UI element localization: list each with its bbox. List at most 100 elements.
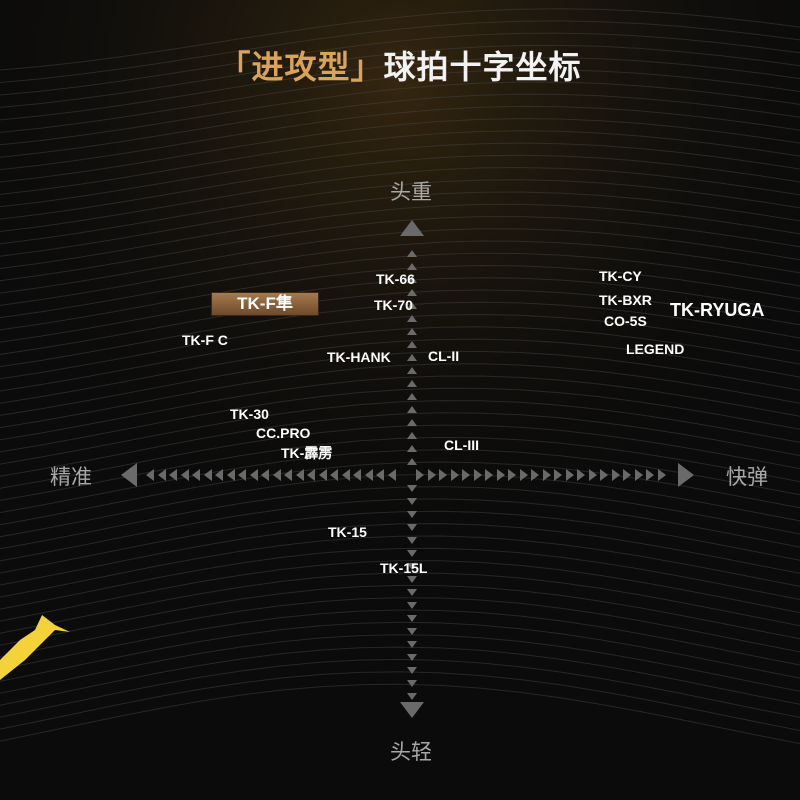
racket-label: LEGEND <box>626 341 685 357</box>
racket-label: TK-CY <box>599 268 642 284</box>
arrow-up-icon <box>407 276 417 283</box>
arrow-right-icon <box>678 463 694 487</box>
arrow-left-icon <box>364 469 373 481</box>
arrow-left-icon <box>146 469 154 481</box>
arrow-left-icon <box>169 469 177 481</box>
arrow-up-icon <box>407 263 417 270</box>
arrow-left-icon <box>180 469 189 481</box>
arrow-right-icon <box>427 469 436 481</box>
arrow-right-icon <box>611 469 620 481</box>
arrow-up-icon <box>407 302 417 309</box>
arrow-down-icon <box>407 628 417 635</box>
arrow-right-icon <box>577 469 585 481</box>
arrow-up-icon <box>407 445 417 452</box>
arrow-up-icon <box>407 393 417 400</box>
arrow-down-icon <box>407 602 417 609</box>
racket-label-highlighted: TK-F隼 <box>211 292 319 316</box>
arrow-right-icon <box>623 469 631 481</box>
axis-label-top: 头重 <box>390 180 432 204</box>
racket-label: CL-III <box>444 437 479 453</box>
page-title: 「进攻型」球拍十字坐标 <box>218 48 582 86</box>
arrow-up-icon <box>407 341 417 348</box>
arrow-left-icon <box>387 469 396 481</box>
racket-label: CC.PRO <box>256 425 311 441</box>
arrow-down-icon <box>407 667 417 674</box>
arrow-right-icon <box>439 469 447 481</box>
axis-label-right: 快弹 <box>726 465 768 489</box>
arrow-right-icon <box>496 469 505 481</box>
arrow-left-icon <box>121 463 137 487</box>
arrow-left-icon <box>215 469 223 481</box>
arrow-left-icon <box>284 469 292 481</box>
racket-label: TK-15 <box>328 524 367 540</box>
arrow-down-icon <box>407 563 417 570</box>
axis-label-left: 精准 <box>50 465 92 489</box>
arrow-left-icon <box>192 469 200 481</box>
arrow-left-icon <box>226 469 235 481</box>
arrow-left-icon <box>307 469 315 481</box>
arrow-right-icon <box>588 469 597 481</box>
arrow-down-icon <box>407 589 417 596</box>
racket-label: TK-HANK <box>327 349 391 365</box>
arrow-right-icon <box>657 469 666 481</box>
axis-label-bottom: 头轻 <box>390 740 432 764</box>
arrow-right-icon <box>519 469 528 481</box>
arrow-down-icon <box>407 576 417 583</box>
arrow-left-icon <box>203 469 212 481</box>
racket-label: TK-霹雳 <box>281 445 333 461</box>
arrow-up-icon <box>407 315 417 322</box>
racket-label: CO-5S <box>604 313 647 329</box>
arrow-right-icon <box>508 469 516 481</box>
arrow-right-icon <box>485 469 493 481</box>
racket-label: TK-BXR <box>599 292 652 308</box>
arrow-down-icon <box>407 641 417 648</box>
arrow-right-icon <box>600 469 608 481</box>
arrow-up-icon <box>407 406 417 413</box>
arrow-up-icon <box>407 419 417 426</box>
arrow-left-icon <box>330 469 338 481</box>
racket-label: TK-66 <box>376 271 415 287</box>
racket-label: TK-F C <box>182 332 228 348</box>
arrow-down-icon <box>407 680 417 687</box>
arrow-left-icon <box>376 469 384 481</box>
racket-label: TK-30 <box>230 406 269 422</box>
arrow-left-icon <box>353 469 361 481</box>
arrow-down-icon <box>407 654 417 661</box>
arrow-left-icon <box>261 469 269 481</box>
arrow-left-icon <box>318 469 327 481</box>
arrow-right-icon <box>416 469 424 481</box>
arrow-down-icon <box>400 702 424 718</box>
arrow-left-icon <box>157 469 166 481</box>
arrow-right-icon <box>634 469 643 481</box>
arrow-right-icon <box>450 469 459 481</box>
arrow-right-icon <box>462 469 470 481</box>
arrow-down-icon <box>407 693 417 700</box>
arrow-left-icon <box>238 469 246 481</box>
arrow-up-icon <box>407 380 417 387</box>
racket-label: TK-15L <box>380 560 428 576</box>
arrow-up-icon <box>407 354 417 361</box>
racket-label: TK-70 <box>374 297 413 313</box>
arrow-left-icon <box>295 469 304 481</box>
arrow-right-icon <box>565 469 574 481</box>
arrow-down-icon <box>407 498 417 505</box>
arrow-right-icon <box>646 469 654 481</box>
arrow-left-icon <box>341 469 350 481</box>
arrow-down-icon <box>407 485 417 492</box>
arrow-left-icon <box>249 469 258 481</box>
racket-label: CL-II <box>428 348 460 364</box>
arrow-right-icon <box>531 469 539 481</box>
arrow-down-icon <box>407 550 417 557</box>
arrow-left-icon <box>272 469 281 481</box>
arrow-down-icon <box>407 537 417 544</box>
arrow-up-icon <box>407 289 417 296</box>
arrow-up-icon <box>407 458 417 465</box>
arrow-up-icon <box>407 367 417 374</box>
arrow-up-icon <box>400 220 424 236</box>
racket-label: TK-RYUGA <box>670 300 765 320</box>
arrow-up-icon <box>407 250 417 257</box>
arrow-right-icon <box>554 469 562 481</box>
arrow-up-icon <box>407 432 417 439</box>
arrow-down-icon <box>407 511 417 518</box>
